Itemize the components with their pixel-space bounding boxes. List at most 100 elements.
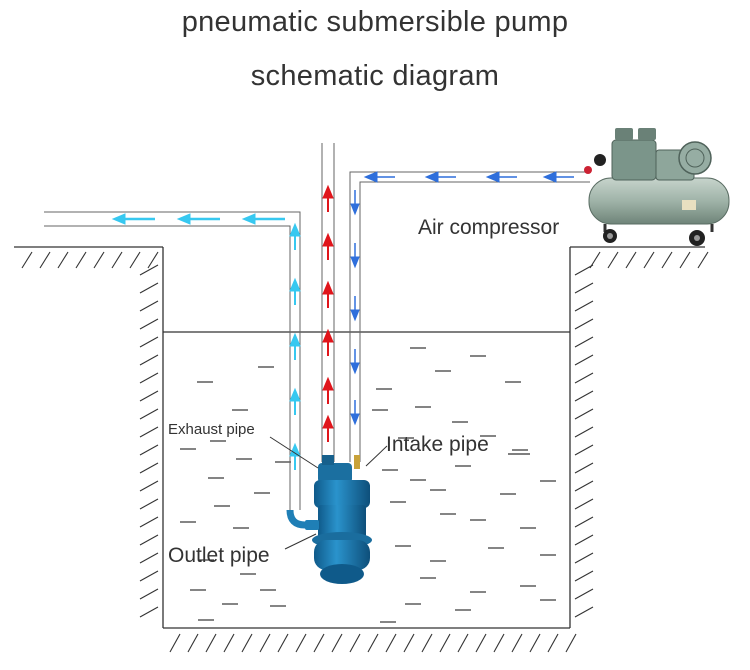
hatch-mark bbox=[139, 354, 159, 366]
hatch-mark bbox=[139, 426, 159, 438]
flow-arrow-icon bbox=[289, 222, 301, 237]
intake-pipe-label: Intake pipe bbox=[386, 433, 489, 456]
flow-arrow-icon bbox=[322, 280, 334, 295]
hatch-mark bbox=[574, 462, 594, 474]
water-waves bbox=[180, 347, 556, 623]
flow-arrow-icon bbox=[289, 277, 301, 292]
hatch-mark bbox=[39, 251, 51, 269]
hatch-mark bbox=[139, 282, 159, 294]
intake-flow-arrows bbox=[350, 171, 574, 426]
hatch-mark bbox=[385, 633, 397, 653]
hatch-mark bbox=[139, 264, 159, 276]
hatch-mark bbox=[139, 462, 159, 474]
hatch-mark bbox=[147, 251, 159, 269]
hatch-mark bbox=[349, 633, 361, 653]
diagram-title-line1: pneumatic submersible pump bbox=[181, 6, 569, 38]
hatch-mark bbox=[139, 588, 159, 600]
hatch-mark bbox=[625, 251, 637, 269]
hatch-mark bbox=[139, 318, 159, 330]
hatch-mark bbox=[529, 633, 541, 653]
flow-arrow-icon bbox=[176, 213, 191, 225]
hatch-mark bbox=[57, 251, 69, 269]
flow-arrow-icon bbox=[350, 203, 360, 216]
hatch-mark bbox=[187, 633, 199, 653]
hatch-mark bbox=[277, 633, 289, 653]
outlet-flow-arrows bbox=[111, 213, 301, 470]
hatch-mark bbox=[547, 633, 559, 653]
hatch-mark bbox=[139, 390, 159, 402]
hatch-mark bbox=[139, 516, 159, 528]
hatch-mark bbox=[139, 480, 159, 492]
outlet-pipe-line bbox=[44, 211, 301, 510]
ground bbox=[14, 246, 705, 629]
hatch-mark bbox=[574, 354, 594, 366]
hatch-mark bbox=[574, 588, 594, 600]
outlet-pipe-label: Outlet pipe bbox=[168, 544, 270, 567]
hatch-mark bbox=[661, 251, 673, 269]
hatch-mark bbox=[139, 570, 159, 582]
hatch-mark bbox=[129, 251, 141, 269]
exhaust-pipe-label: Exhaust pipe bbox=[168, 421, 255, 438]
hatch-mark bbox=[139, 300, 159, 312]
hatch-mark bbox=[574, 318, 594, 330]
hatch-mark bbox=[139, 408, 159, 420]
hatch-mark bbox=[139, 372, 159, 384]
hatch-mark bbox=[574, 408, 594, 420]
hatch-mark bbox=[75, 251, 87, 269]
hatch-mark bbox=[139, 606, 159, 618]
hatch-mark bbox=[574, 516, 594, 528]
hatch-mark bbox=[574, 264, 594, 276]
hatch-mark bbox=[169, 633, 181, 653]
flow-arrow-icon bbox=[542, 171, 557, 183]
pump-icon bbox=[286, 455, 372, 584]
hatch-mark bbox=[607, 251, 619, 269]
hatch-mark bbox=[574, 444, 594, 456]
hatch-mark bbox=[139, 498, 159, 510]
flow-arrow-icon bbox=[289, 387, 301, 402]
hatch-mark bbox=[574, 534, 594, 546]
air-compressor-label: Air compressor bbox=[418, 216, 560, 239]
flow-arrow-icon bbox=[322, 376, 334, 391]
flow-arrow-icon bbox=[350, 413, 360, 426]
flow-arrow-icon bbox=[363, 171, 378, 183]
hatch-mark bbox=[313, 633, 325, 653]
hatch-mark bbox=[679, 251, 691, 269]
hatch-mark bbox=[511, 633, 523, 653]
flow-arrow-icon bbox=[350, 362, 360, 375]
hatch-mark bbox=[574, 606, 594, 618]
diagram-title-line2: schematic diagram bbox=[250, 60, 500, 92]
hatch-mark bbox=[331, 633, 343, 653]
flow-arrow-icon bbox=[241, 213, 256, 225]
exhaust-flow-arrows bbox=[322, 184, 334, 442]
intake-pipe-line bbox=[349, 171, 590, 462]
hatch-mark bbox=[574, 282, 594, 294]
hatch-mark bbox=[241, 633, 253, 653]
flow-arrow-icon bbox=[289, 332, 301, 347]
hatch-mark bbox=[574, 372, 594, 384]
hatch-mark bbox=[111, 251, 123, 269]
hatch-mark bbox=[367, 633, 379, 653]
flow-arrow-icon bbox=[322, 184, 334, 199]
hatch-mark bbox=[643, 251, 655, 269]
hatch-mark bbox=[421, 633, 433, 653]
hatch-mark bbox=[493, 633, 505, 653]
hatch-mark bbox=[205, 633, 217, 653]
hatch-mark bbox=[403, 633, 415, 653]
flow-arrow-icon bbox=[289, 442, 301, 457]
hatch-mark bbox=[457, 633, 469, 653]
flow-arrow-icon bbox=[485, 171, 500, 183]
hatch-mark bbox=[439, 633, 451, 653]
hatch-mark bbox=[223, 633, 235, 653]
label-leaders bbox=[269, 436, 388, 550]
hatch-mark bbox=[259, 633, 271, 653]
ground-hatching bbox=[21, 251, 709, 653]
hatch-mark bbox=[295, 633, 307, 653]
hatch-mark bbox=[139, 444, 159, 456]
flow-arrow-icon bbox=[322, 232, 334, 247]
hatch-mark bbox=[574, 300, 594, 312]
hatch-mark bbox=[574, 570, 594, 582]
hatch-mark bbox=[139, 534, 159, 546]
hatch-mark bbox=[565, 633, 577, 653]
hatch-mark bbox=[574, 498, 594, 510]
hatch-mark bbox=[574, 336, 594, 348]
